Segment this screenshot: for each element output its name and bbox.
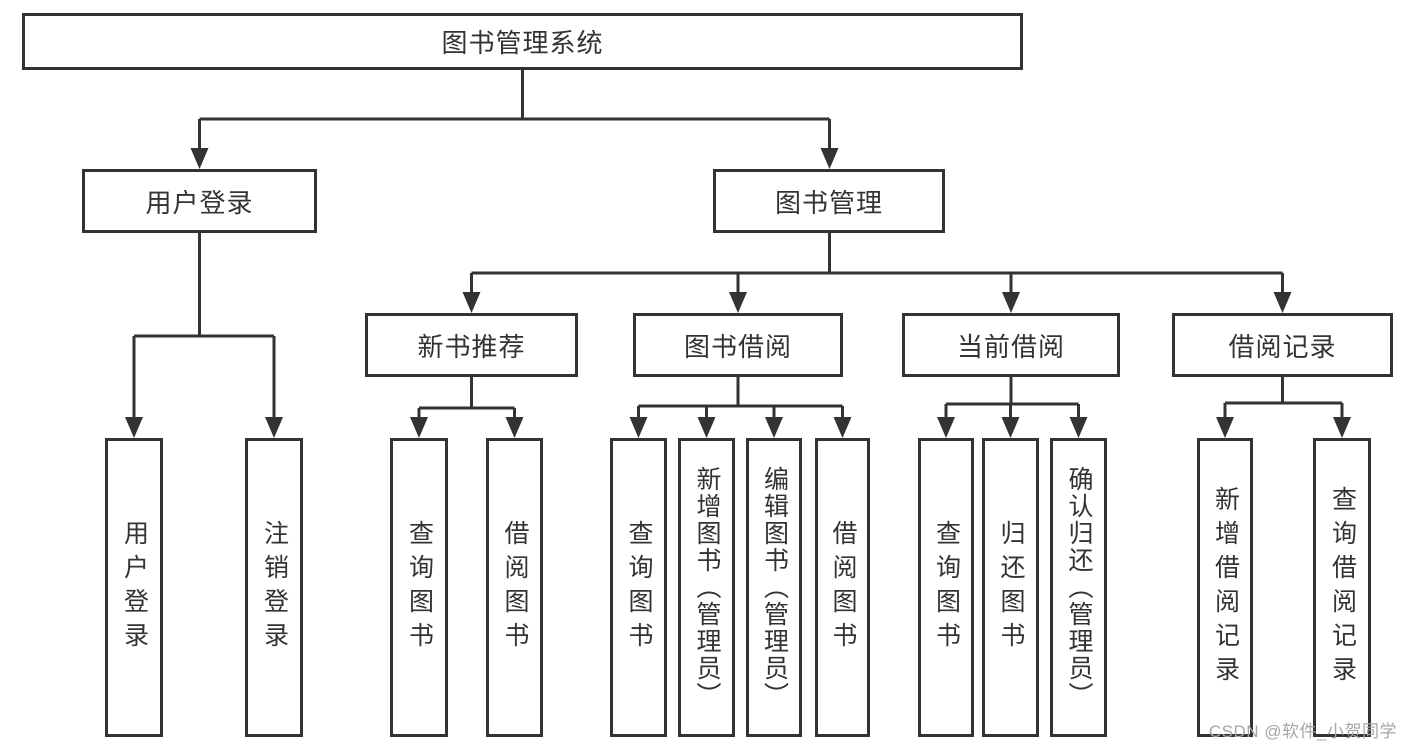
connector-login-children (132, 233, 276, 419)
connector-manage-children (470, 233, 1284, 294)
arrowheads-recommend-children (410, 417, 524, 438)
connector-records-children (1223, 377, 1344, 419)
leaf-recommend-borrow-book: 借阅图书 (486, 438, 543, 737)
leaf-user-login: 用户登录 (105, 438, 163, 737)
leaf-borrow-book: 借阅图书 (815, 438, 870, 737)
leaf-borrow-query-book: 查询图书 (610, 438, 667, 737)
leaf-recommend-query-book-label: 查询图书 (405, 519, 434, 656)
leaf-current-query-book-label: 查询图书 (932, 519, 961, 656)
leaf-current-query-book: 查询图书 (918, 438, 974, 737)
node-library-system: 图书管理系统 (22, 13, 1023, 70)
leaf-confirm-return-admin-label: 确认归还（管理员） (1065, 466, 1093, 709)
node-book-management-label: 图书管理 (774, 187, 883, 218)
leaf-logout-label: 注销登录 (260, 519, 289, 656)
leaf-user-login-label: 用户登录 (120, 519, 149, 656)
leaf-add-book-admin-label: 新增图书（管理员） (693, 466, 721, 709)
csdn-watermark: CSDN @软件_小贺同学 (1208, 722, 1397, 741)
leaf-borrow-book-label: 借阅图书 (829, 519, 857, 656)
connector-borrow-children (637, 377, 844, 419)
connector-recommend-children (417, 377, 516, 419)
arrowheads-records-children (1216, 417, 1351, 438)
node-borrow-records: 借阅记录 (1172, 313, 1393, 377)
node-current-borrow-label: 当前借阅 (956, 331, 1065, 362)
node-book-borrow-label: 图书借阅 (683, 331, 792, 362)
leaf-confirm-return-admin: 确认归还（管理员） (1050, 438, 1107, 737)
leaf-return-book: 归还图书 (982, 438, 1039, 737)
leaf-return-book-label: 归还图书 (997, 519, 1025, 656)
leaf-edit-book-admin-label: 编辑图书（管理员） (760, 466, 789, 709)
leaf-query-borrow-record-label: 查询借阅记录 (1328, 485, 1357, 690)
node-book-management: 图书管理 (713, 169, 945, 233)
arrowheads-login-children (125, 417, 283, 438)
leaf-borrow-query-book-label: 查询图书 (625, 519, 653, 656)
leaf-add-borrow-record: 新增借阅记录 (1197, 438, 1253, 737)
leaf-add-borrow-record-label: 新增借阅记录 (1211, 485, 1240, 690)
node-user-login: 用户登录 (82, 169, 317, 233)
arrowheads-current-children (937, 417, 1088, 438)
node-current-borrow: 当前借阅 (902, 313, 1120, 377)
leaf-recommend-query-book: 查询图书 (390, 438, 448, 737)
arrowheads-borrow-children (629, 417, 852, 438)
leaf-add-book-admin: 新增图书（管理员） (678, 438, 735, 737)
leaf-query-borrow-record: 查询借阅记录 (1313, 438, 1371, 737)
node-new-book-recommend: 新书推荐 (365, 313, 578, 377)
node-borrow-records-label: 借阅记录 (1228, 331, 1337, 362)
arrowheads-manage-children (462, 292, 1292, 313)
connector-root-to-level2 (198, 70, 831, 150)
arrowheads-level2 (190, 148, 839, 169)
leaf-edit-book-admin: 编辑图书（管理员） (746, 438, 802, 737)
node-user-login-label: 用户登录 (145, 187, 254, 218)
node-library-system-label: 图书管理系统 (441, 28, 604, 58)
leaf-logout: 注销登录 (245, 438, 303, 737)
leaf-recommend-borrow-book-label: 借阅图书 (501, 519, 529, 656)
node-book-borrow: 图书借阅 (633, 313, 843, 377)
node-new-book-recommend-label: 新书推荐 (417, 331, 526, 362)
connector-current-children (944, 377, 1080, 419)
